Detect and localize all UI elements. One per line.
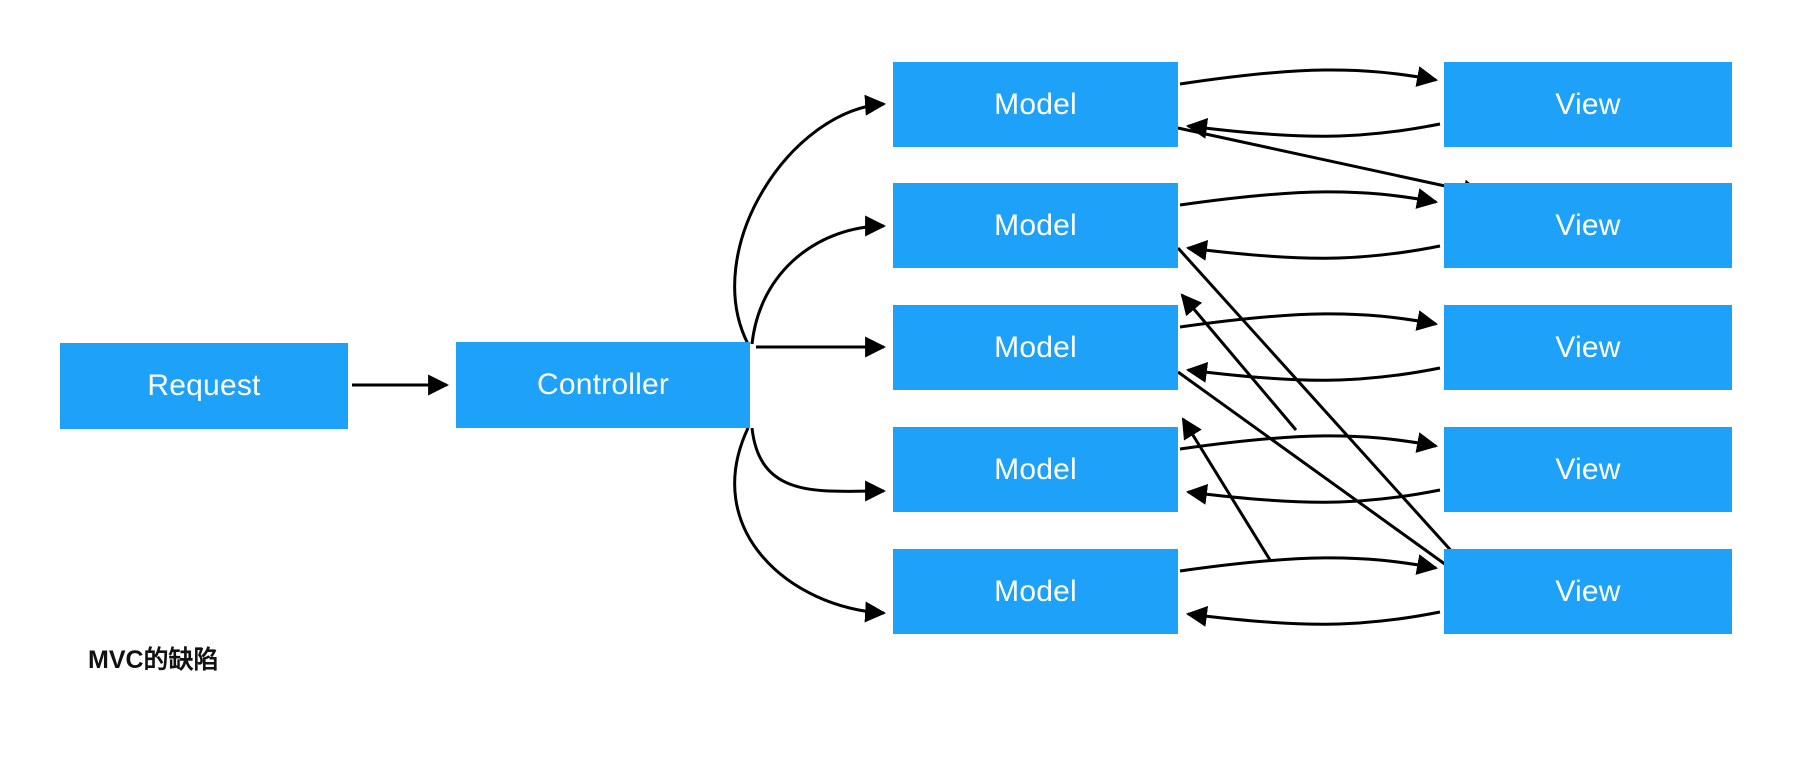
node-view1[interactable]: View [1444,62,1732,147]
node-view3[interactable]: View [1444,305,1732,390]
node-label: Controller [536,368,670,401]
node-label: View [1555,87,1621,121]
node-model3[interactable]: Model [893,305,1178,390]
node-request[interactable]: Request [60,343,348,429]
e-model4-view4 [1179,432,1439,453]
e-view3-model3 [1185,361,1441,383]
e-view3-model4-cross [1181,417,1272,561]
e-model1-view1 [1179,66,1439,87]
e-view1-model1 [1185,117,1441,139]
e-view5-model5 [1185,605,1441,627]
node-label: Request [147,369,261,402]
e-model3-view3 [1179,310,1439,331]
node-label: Model [994,87,1077,121]
node-label: View [1555,330,1621,364]
node-label: View [1555,574,1621,608]
node-view4[interactable]: View [1444,427,1732,512]
node-label: Model [994,574,1077,608]
e-view2-model2 [1185,239,1441,261]
node-label: Model [994,452,1077,486]
e-model1-view2-cross [1177,126,1485,201]
e-model2-view2 [1179,188,1439,209]
node-model1[interactable]: Model [893,62,1178,147]
e-model2-view5-cross [1176,246,1494,598]
node-label: View [1555,208,1621,242]
e-controller-model1 [733,94,887,345]
node-label: View [1555,452,1621,486]
node-view2[interactable]: View [1444,183,1732,268]
node-label: Model [994,208,1077,242]
node-label: Model [994,330,1077,364]
e-controller-model4 [750,427,887,502]
node-view5[interactable]: View [1444,549,1732,634]
node-model5[interactable]: Model [893,549,1178,634]
e-controller-model2 [750,215,887,345]
e-model5-view5 [1179,554,1439,575]
node-model4[interactable]: Model [893,427,1178,512]
e-controller-model5 [733,427,887,623]
diagram-caption: MVC的缺陷 [88,646,219,674]
e-view4-model4 [1185,483,1441,505]
node-model2[interactable]: Model [893,183,1178,268]
node-controller[interactable]: Controller [456,342,750,428]
e-view2-model3-cross [1180,293,1298,431]
